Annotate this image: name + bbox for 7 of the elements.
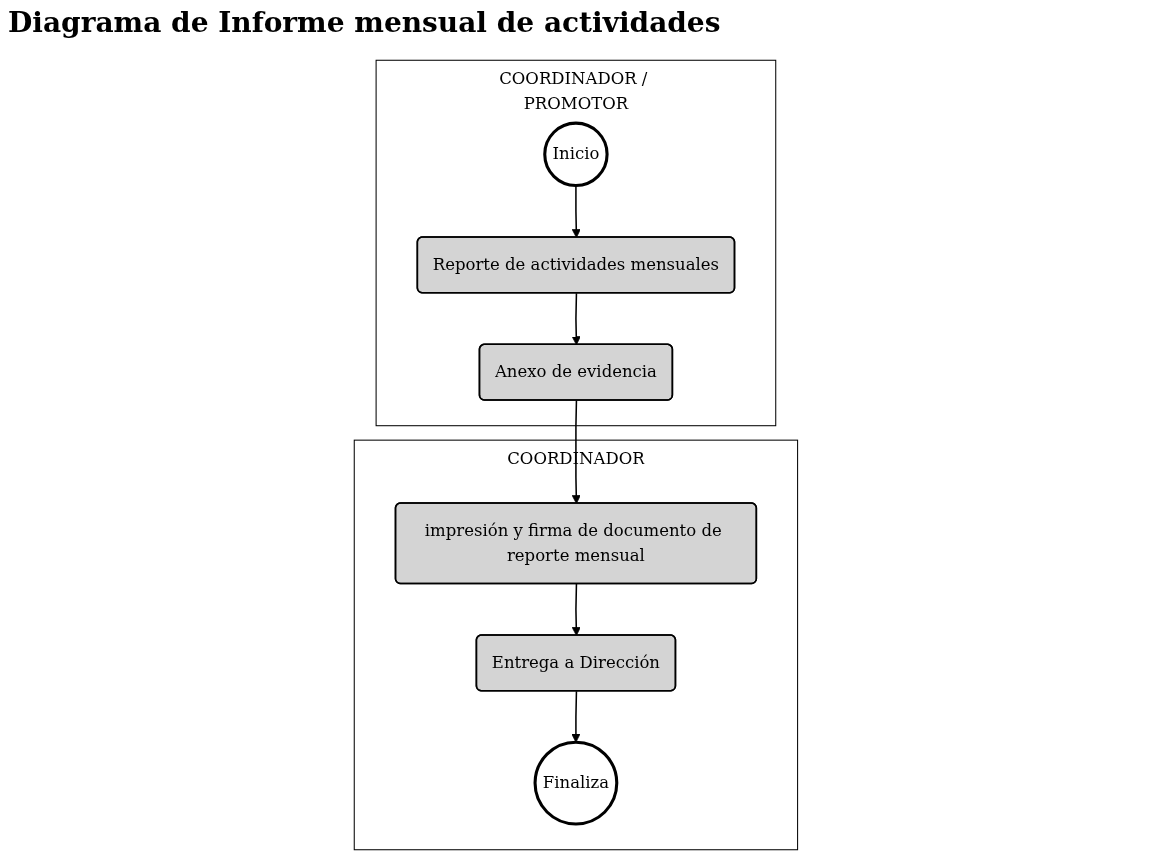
diagram-title: Diagrama de Informe mensual de actividades: [8, 6, 721, 39]
arrow: [570, 690, 581, 743]
node-circle: Finaliza: [533, 740, 618, 826]
arrow: [571, 399, 581, 504]
node-circle: Inicio: [542, 121, 609, 188]
arrow: [571, 292, 581, 346]
arrow: [571, 583, 581, 636]
